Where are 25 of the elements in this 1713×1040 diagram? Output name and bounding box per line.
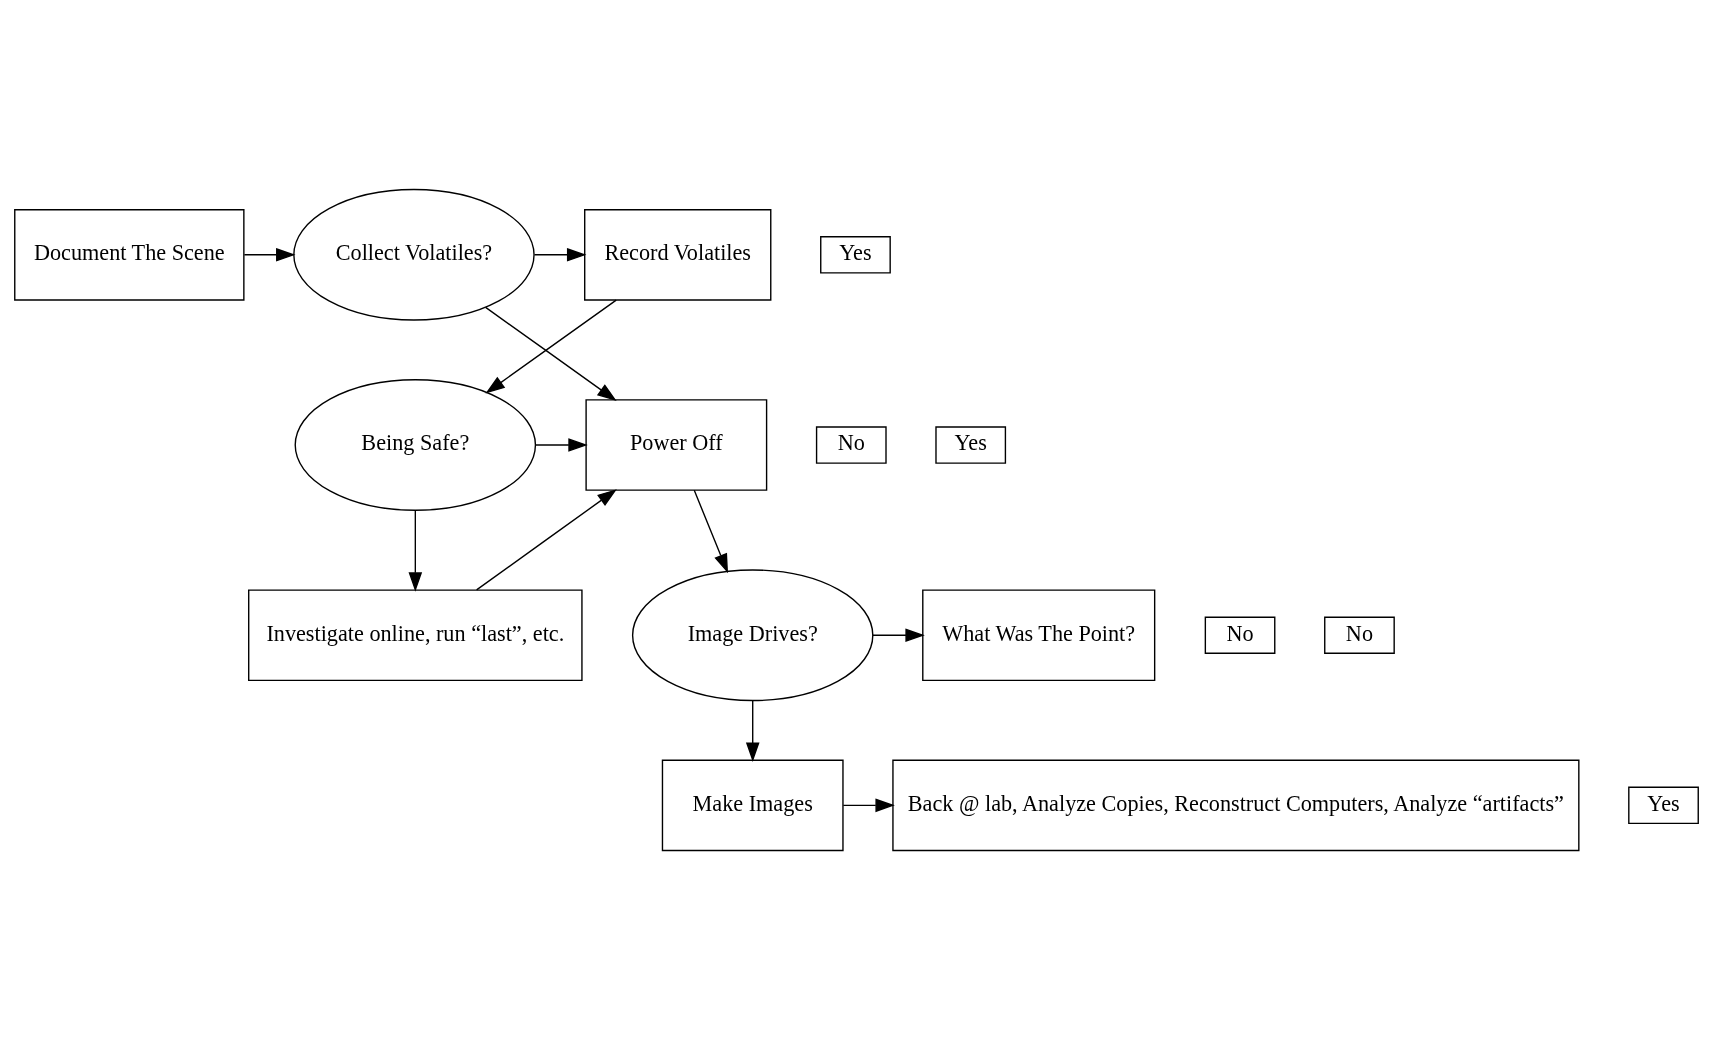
arrow bbox=[745, 700, 760, 762]
node-box: Yes bbox=[820, 236, 891, 274]
node-box: Power Off bbox=[585, 399, 768, 491]
node-box: Investigate online, run “last”, etc. bbox=[248, 589, 583, 682]
node-box: Record Volatiles bbox=[584, 209, 772, 301]
node-box: No bbox=[1204, 616, 1276, 654]
node-box: What Was The Point? bbox=[922, 589, 1156, 682]
arrow bbox=[693, 489, 729, 574]
node-box: Document The Scene bbox=[14, 209, 245, 301]
arrow bbox=[475, 489, 617, 591]
arrow bbox=[408, 509, 423, 592]
node-box: No bbox=[1324, 616, 1395, 654]
arrow bbox=[842, 798, 895, 813]
node-box: Make Images bbox=[661, 759, 844, 852]
arrow bbox=[534, 438, 588, 452]
node-ellipse: Collect Volatiles? bbox=[293, 188, 535, 321]
arrow bbox=[533, 248, 587, 262]
node-box: Back @ lab, Analyze Copies, Reconstruct Computers, Analyze “artifacts” bbox=[892, 759, 1580, 852]
arrow bbox=[243, 248, 296, 262]
node-ellipse: Image Drives? bbox=[631, 569, 874, 702]
node-box: No bbox=[815, 426, 887, 464]
node-ellipse: Being Safe? bbox=[294, 379, 537, 511]
node-box: Yes bbox=[1628, 786, 1699, 825]
arrow bbox=[872, 628, 925, 643]
node-box: Yes bbox=[935, 426, 1007, 464]
